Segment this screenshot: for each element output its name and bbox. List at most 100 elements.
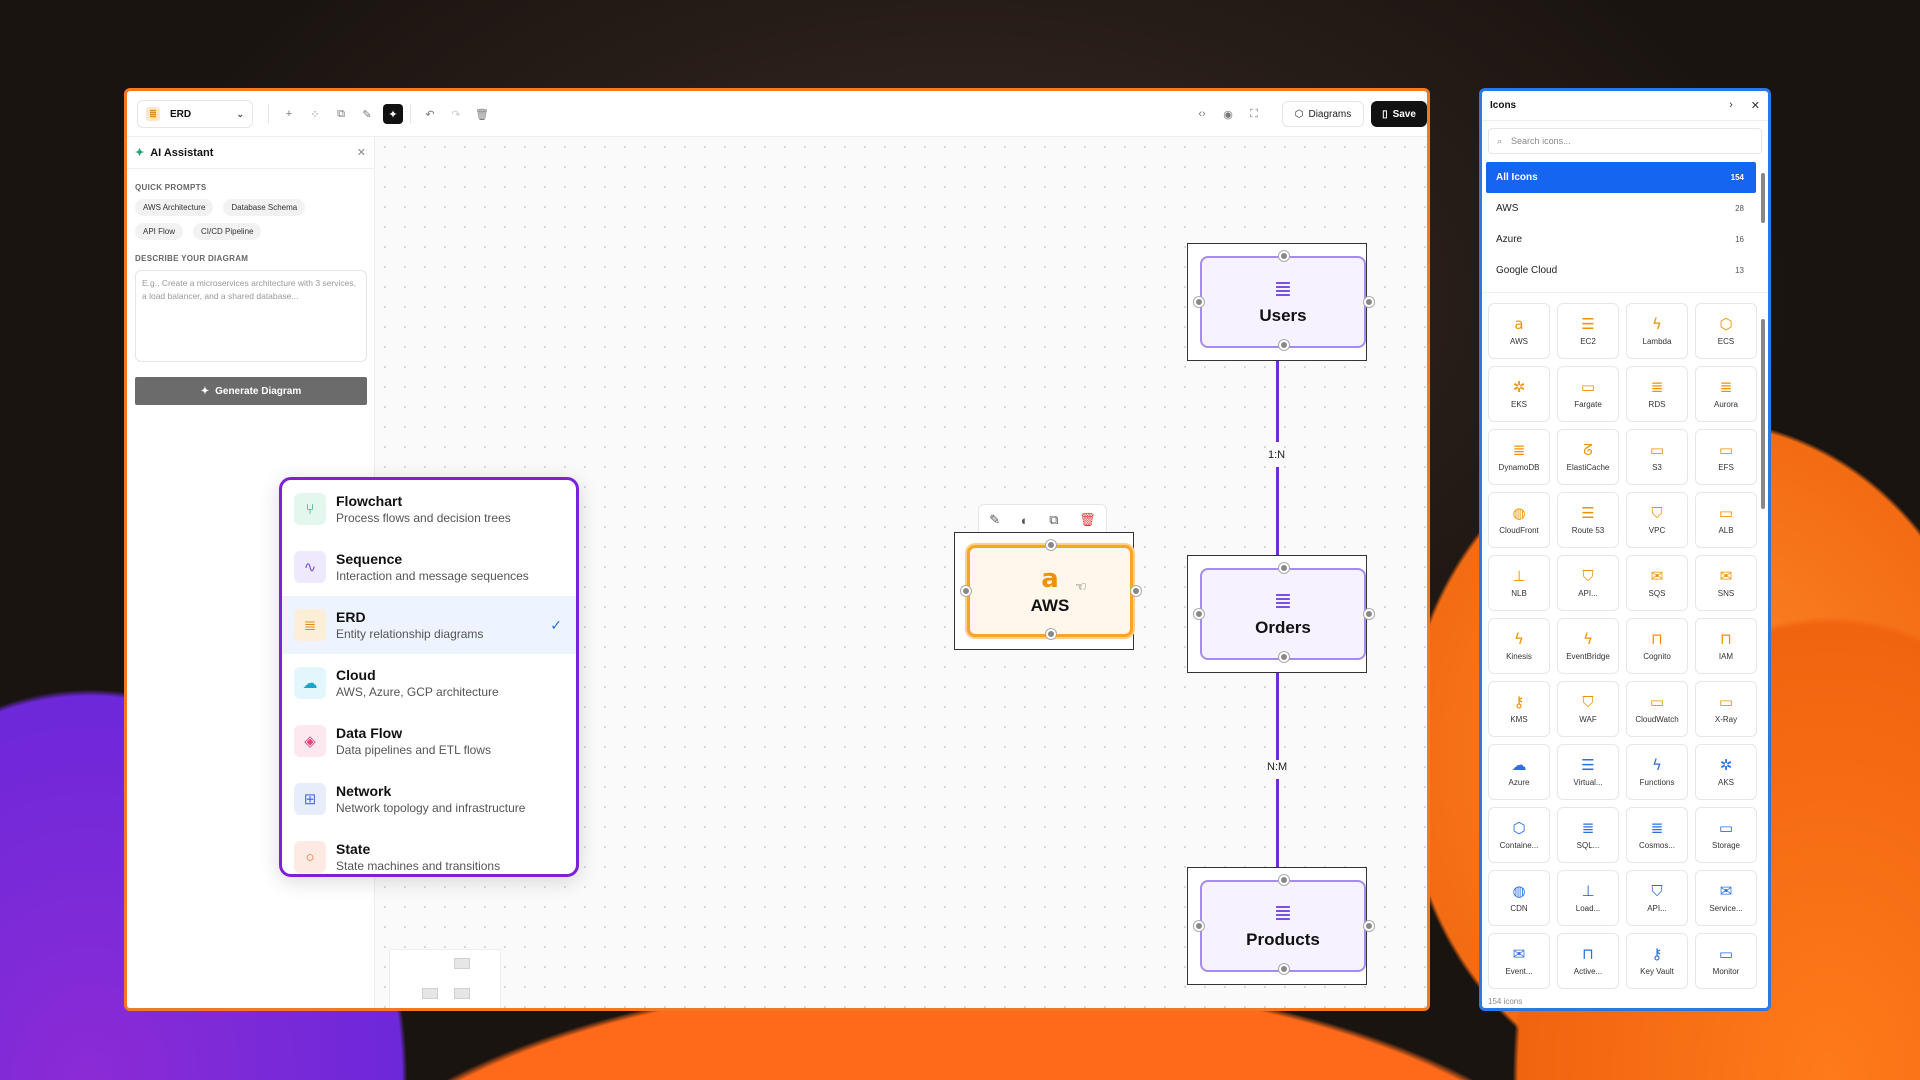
generate-diagram-button[interactable]: ✦ Generate Diagram	[135, 377, 367, 405]
icon-tile[interactable]: ⚷KMS	[1488, 681, 1550, 737]
icon-tile[interactable]: ⛉API...	[1557, 555, 1619, 611]
grid-icon[interactable]: ⁘	[310, 108, 320, 121]
connection-handle[interactable]	[1194, 609, 1204, 619]
icon-tile[interactable]: ✉Event...	[1488, 933, 1550, 989]
icon-tile[interactable]: ▭X-Ray	[1695, 681, 1757, 737]
icon-tile[interactable]: ⊓Cognito	[1626, 618, 1688, 674]
icon-tile[interactable]: ≣DynamoDB	[1488, 429, 1550, 485]
icon-tile[interactable]: ▭EFS	[1695, 429, 1757, 485]
icon-tile[interactable]: ☰Virtual...	[1557, 744, 1619, 800]
icon-tile[interactable]: ✉SNS	[1695, 555, 1757, 611]
connection-handle[interactable]	[961, 586, 971, 596]
minimap[interactable]	[389, 949, 501, 1008]
connection-handle[interactable]	[1046, 540, 1056, 550]
icon-tile[interactable]: ⊥NLB	[1488, 555, 1550, 611]
preview-eye-icon[interactable]: ◉	[1223, 108, 1233, 121]
pen-icon[interactable]: ✎	[362, 108, 372, 121]
icon-tile[interactable]: ≣Cosmos...	[1626, 807, 1688, 863]
close-icon[interactable]: ✕	[1750, 100, 1760, 112]
icon-tile[interactable]: ▭Fargate	[1557, 366, 1619, 422]
icon-tile[interactable]: ☰EC2	[1557, 303, 1619, 359]
connection-handle[interactable]	[1364, 921, 1374, 931]
save-button[interactable]: ▯ Save	[1371, 101, 1427, 127]
connection-handle[interactable]	[1279, 340, 1289, 350]
relation-line[interactable]	[1276, 349, 1279, 442]
icon-tile[interactable]: ☁Azure	[1488, 744, 1550, 800]
quick-prompt-chip[interactable]: CI/CD Pipeline	[193, 223, 262, 240]
connection-handle[interactable]	[1279, 563, 1289, 573]
icon-tile[interactable]: ⬡Containe...	[1488, 807, 1550, 863]
connection-handle[interactable]	[1279, 652, 1289, 662]
relation-line[interactable]	[1276, 667, 1279, 760]
add-icon[interactable]: +	[285, 108, 293, 120]
connection-handle[interactable]	[1364, 297, 1374, 307]
icon-tile[interactable]: ✉SQS	[1626, 555, 1688, 611]
icon-tile[interactable]: ⛉WAF	[1557, 681, 1619, 737]
quick-prompt-chip[interactable]: Database Schema	[223, 199, 306, 216]
connection-handle[interactable]	[1364, 609, 1374, 619]
quick-prompt-chip[interactable]: AWS Architecture	[135, 199, 214, 216]
icon-tile[interactable]: ▭Monitor	[1695, 933, 1757, 989]
icon-search-input[interactable]: ⌕ Search icons...	[1488, 128, 1762, 154]
icon-tile[interactable]: ≣Aurora	[1695, 366, 1757, 422]
icon-tile[interactable]: ✉Service...	[1695, 870, 1757, 926]
connection-handle[interactable]	[1194, 297, 1204, 307]
connection-handle[interactable]	[1279, 251, 1289, 261]
connection-handle[interactable]	[1279, 964, 1289, 974]
redo-icon[interactable]: ↷	[451, 108, 461, 121]
icon-tile[interactable]: ◍CDN	[1488, 870, 1550, 926]
icon-tile[interactable]: ⚷Key Vault	[1626, 933, 1688, 989]
icon-tile[interactable]: ⛉VPC	[1626, 492, 1688, 548]
icon-tile[interactable]: ⊓Active...	[1557, 933, 1619, 989]
connection-handle[interactable]	[1279, 875, 1289, 885]
chevron-right-icon[interactable]: ›	[1729, 99, 1733, 111]
close-icon[interactable]: ✕	[356, 147, 366, 159]
entity-node-orders[interactable]: ≣ Orders	[1187, 555, 1374, 673]
icon-tile[interactable]: ✲EKS	[1488, 366, 1550, 422]
undo-icon[interactable]: ↶	[425, 108, 435, 121]
ai-sparkle-icon[interactable]: ✦	[383, 104, 403, 124]
connection-handle[interactable]	[1046, 629, 1056, 639]
fullscreen-icon[interactable]: ⛶	[1250, 107, 1258, 120]
icon-tile[interactable]: ▭CloudWatch	[1626, 681, 1688, 737]
copy-icon[interactable]: ⧉	[337, 107, 345, 120]
icon-tile[interactable]: ⬡ECS	[1695, 303, 1757, 359]
icon-tile[interactable]: ▭Storage	[1695, 807, 1757, 863]
delete-icon[interactable]: 🗑	[1079, 512, 1096, 527]
diagrams-button[interactable]: ⬡ Diagrams	[1282, 101, 1364, 127]
edit-pencil-icon[interactable]: ✎	[989, 512, 1001, 527]
relation-line[interactable]	[1276, 779, 1279, 887]
icon-grid-scrollbar[interactable]	[1761, 319, 1765, 509]
icon-tile[interactable]: ≣SQL...	[1557, 807, 1619, 863]
icon-tile[interactable]: ▭S3	[1626, 429, 1688, 485]
connection-handle[interactable]	[1194, 921, 1204, 931]
connection-handle[interactable]	[1131, 586, 1141, 596]
icon-tile[interactable]: ✲AKS	[1695, 744, 1757, 800]
relation-line[interactable]	[1276, 467, 1279, 572]
describe-diagram-textarea[interactable]: E.g., Create a microservices architectur…	[135, 270, 367, 362]
icon-tile[interactable]: ☰Route 53	[1557, 492, 1619, 548]
aws-node-selected[interactable]: a AWS ☜	[954, 532, 1141, 650]
entity-node-users[interactable]: ≣ Users	[1187, 243, 1374, 361]
entity-node-products[interactable]: ≣ Products	[1187, 867, 1374, 985]
icon-tile[interactable]: ⛉API...	[1626, 870, 1688, 926]
code-icon[interactable]: ‹›	[1198, 108, 1206, 120]
palette-icon[interactable]: ◐	[1020, 512, 1029, 528]
duplicate-icon[interactable]: ⧉	[1049, 512, 1059, 527]
icon-tile[interactable]: ≣RDS	[1626, 366, 1688, 422]
